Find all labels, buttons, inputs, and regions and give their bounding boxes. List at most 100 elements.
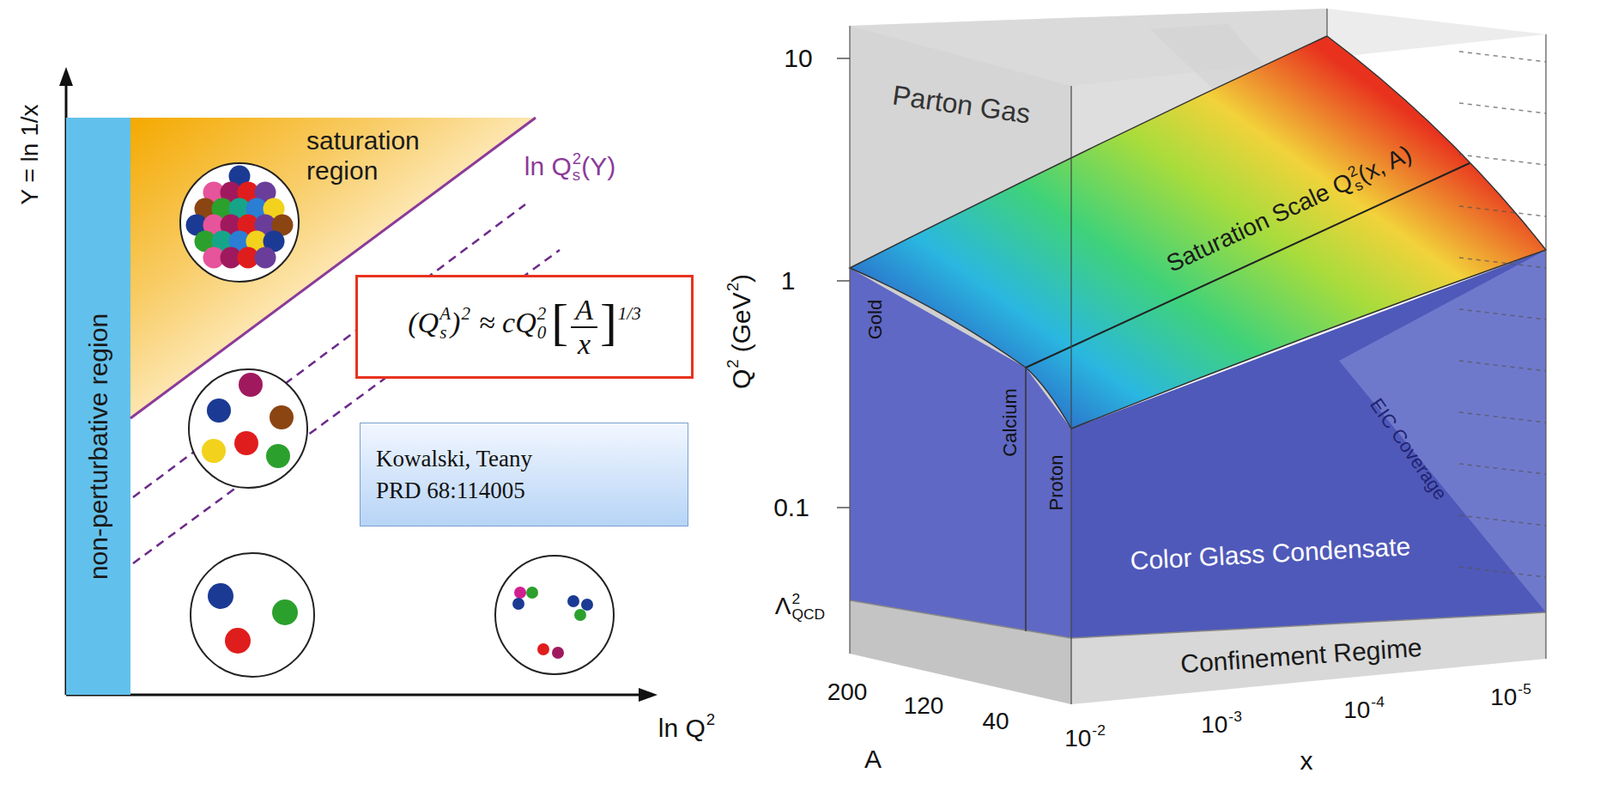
gluon-dot [224,627,251,654]
subscript: s [572,166,582,184]
superscript: 2 [537,303,547,323]
tick-label: 40 [981,707,1009,735]
reference-text: PRD 68:114005 [375,474,673,506]
gridline [1459,463,1546,474]
nucleus-label: Calcium [999,387,1021,456]
gluon-dot [574,608,587,621]
text-run: 10 [1490,683,1517,710]
superscript: 2 [792,589,826,606]
gluon-dot [581,598,594,611]
gluon-dot [212,198,234,220]
text-run: 0.1 [773,492,810,522]
text-run: (Q [407,306,439,339]
gluon-dot [263,198,285,220]
subscript: s [439,322,451,342]
superscript: -3 [1228,707,1242,725]
medium-nucleon [188,369,308,488]
gluon-dot [206,398,231,423]
fraction: Ax [570,293,598,360]
denominator: x [577,327,591,360]
gluon-dot [567,594,580,607]
script-pair: As [439,303,451,342]
tick [836,279,850,282]
script-pair: 2QCD [792,589,826,621]
tick-label: 1 [781,266,796,297]
gluon-dot [537,642,550,655]
text-run: Confinement Regime [1179,632,1423,679]
gluon-dot [254,247,277,269]
region-label: non-perturbative region [84,313,114,580]
tick-label: 10-4 [1343,696,1385,724]
gluon-dot [194,230,217,253]
gluon-dot [220,181,243,204]
axis-title: Y = ln 1/x [16,103,44,205]
gluon-dot [266,443,291,468]
gridline [1459,566,1546,577]
gluon-dot [272,599,298,625]
text-run: ≈ cQ [478,306,537,339]
text-run: 10 [783,43,813,73]
text-run: (x, A) [1353,139,1416,188]
text-run: ln Q [658,713,706,742]
text-run: Parton Gas [890,79,1032,130]
gluon-dot [246,230,268,253]
frame-edge [1545,34,1547,659]
gluon-dots [186,165,294,269]
tick-label: 10-3 [1200,710,1243,739]
lambda-floor-line [849,600,1546,638]
gluon-dot [220,247,243,269]
superscript: 2 [572,150,582,168]
gridline [1459,309,1546,320]
region-band: non-perturbative region [66,117,131,695]
region-label: saturation region [306,126,457,186]
superscript: 2 [706,709,716,728]
gluon-dot [263,230,285,253]
text-run: ln Q [524,151,572,181]
gridline [1459,154,1546,165]
saturation-scale-line [1025,163,1470,368]
text-run: 10 [1343,696,1370,723]
tick-label: 120 [903,691,945,720]
superscript: 2 [460,303,471,324]
gridlines [1459,51,1546,577]
dilute-nucleon [190,552,315,677]
axis-title: x [1300,745,1314,776]
superscript: A [439,303,451,323]
tick-label: Λ2QCD [775,592,825,632]
gluon-dot [237,247,260,269]
gluon-dot [512,597,525,610]
text-run: (Y) [581,151,616,181]
confinement-front [1071,612,1546,704]
gluon-dot [246,198,268,220]
gluon-dot [237,181,260,204]
gluon-dot [234,430,259,455]
nucleus-label: Proton [1045,454,1067,511]
gluon-dot [254,214,277,237]
gluon-dot [238,372,263,397]
nucleus-label: Gold [864,299,886,340]
gridline [1459,515,1546,526]
text-run: 200 [827,678,868,705]
gridline [1459,103,1546,114]
superscript: -5 [1517,679,1531,697]
region-label: Parton Gas [890,79,1032,131]
axis-title: ln Q2 [658,713,716,744]
gluon-dot [551,646,564,659]
text-run: Λ [775,592,792,619]
superscript: 2 [723,358,742,368]
frame-edge [848,25,851,654]
text-run: 1 [781,266,796,295]
surface-label: Saturation Scale Q2s(x, A) [1162,139,1422,290]
gluon-dot [203,214,225,237]
gluon-dot [237,214,260,237]
gluon-dot [229,198,251,220]
tick-label: 10 [783,43,813,74]
gluon-dot [229,165,251,188]
superscript: -2 [1091,721,1105,739]
frame-edge [1070,85,1073,704]
saturation-line [130,117,536,419]
gridline [1459,257,1546,268]
formula-box: (QAs)2≈ cQ20[Ax]1/3 [355,274,694,379]
subscript: 0 [537,322,547,342]
gluon-dot [254,181,277,204]
